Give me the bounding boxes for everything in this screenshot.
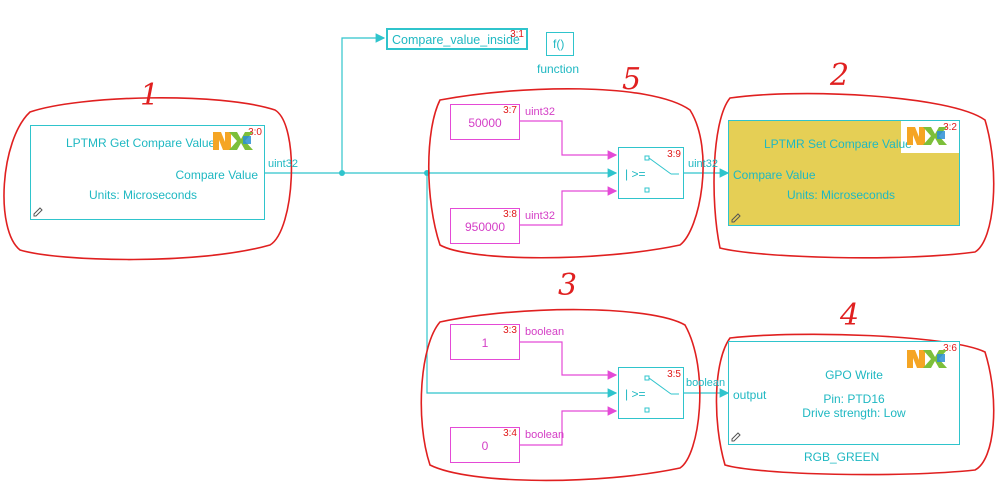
signal-type-label: boolean	[525, 429, 565, 441]
switch-out-type: uint32	[688, 158, 718, 170]
switch-bottom-block[interactable]: | >= 3:5	[618, 367, 684, 419]
constant-950000-block[interactable]: 950000 3:8	[450, 208, 520, 244]
get-port-label: Compare Value	[175, 168, 259, 182]
constant-value: 50000	[468, 116, 502, 130]
priority-label: 3:5	[667, 369, 681, 380]
set-priority: 3:2	[943, 122, 957, 133]
lptmr-set-block[interactable]: LPTMR Set Compare Value Compare Value Un…	[728, 120, 960, 226]
priority-label: 3:4	[503, 428, 517, 439]
constant-value: 1	[481, 336, 489, 350]
switch-criteria: | >=	[625, 387, 646, 401]
priority-label: 3:9	[667, 149, 681, 160]
signal-type-label: uint32	[525, 106, 555, 118]
annotation-4: 4	[840, 298, 860, 333]
annotation-3: 3	[558, 268, 578, 303]
switch-out-type: boolean	[686, 377, 726, 389]
nxp-logo-icon	[907, 350, 947, 368]
get-out-type: uint32	[268, 158, 298, 170]
compare-value-inside-label: Compare_value_inside	[392, 33, 520, 47]
gpo-block-name: RGB_GREEN	[804, 450, 880, 464]
priority-label: 3:1	[510, 29, 524, 40]
constant-value: 0	[481, 439, 489, 453]
gpo-title: GPO Write	[825, 368, 883, 382]
signal-type-label: boolean	[525, 326, 565, 338]
compare-value-inside-block[interactable]: Compare_value_inside 3:1	[386, 28, 528, 50]
switch-icon	[644, 155, 679, 193]
switch-criteria: | >=	[625, 167, 646, 181]
gpo-priority: 3:6	[943, 343, 957, 354]
pencil-icon	[731, 432, 741, 442]
nxp-logo-icon	[213, 132, 253, 150]
get-title: LPTMR Get Compare Value	[66, 136, 216, 150]
constant-0-block[interactable]: 0 3:4	[450, 427, 520, 463]
switch-top-block[interactable]: | >= 3:9	[618, 147, 684, 199]
gpo-port-label: output	[733, 388, 767, 402]
priority-label: 3:7	[503, 105, 517, 116]
get-units: Units: Microseconds	[89, 188, 198, 202]
constant-1-block[interactable]: 1 3:3	[450, 324, 520, 360]
get-priority: 3:0	[248, 127, 262, 138]
nxp-logo-icon	[907, 127, 947, 145]
gpo-pin: Pin: PTD16	[823, 392, 885, 406]
annotation-2: 2	[830, 58, 850, 93]
lptmr-get-block[interactable]: LPTMR Get Compare Value Compare Value Un…	[30, 125, 265, 220]
set-title: LPTMR Set Compare Value	[764, 137, 912, 151]
function-icon: f()	[553, 37, 565, 51]
set-port-label: Compare Value	[733, 168, 816, 182]
annotation-5: 5	[622, 62, 642, 97]
constant-50000-block[interactable]: 50000 3:7	[450, 104, 520, 140]
gpo-write-block[interactable]: GPO Write output Pin: PTD16 Drive streng…	[728, 341, 960, 445]
switch-icon	[644, 375, 679, 413]
function-block[interactable]: f()	[546, 32, 574, 56]
priority-label: 3:8	[503, 209, 517, 220]
signal-type-label: uint32	[525, 210, 555, 222]
constant-value: 950000	[464, 220, 506, 234]
annotation-1: 1	[140, 78, 160, 113]
function-label: function	[537, 62, 580, 76]
pencil-icon	[33, 207, 43, 217]
set-units: Units: Microseconds	[787, 188, 896, 202]
gpo-drive: Drive strength: Low	[802, 406, 906, 420]
pencil-icon	[731, 213, 741, 223]
priority-label: 3:3	[503, 325, 517, 336]
